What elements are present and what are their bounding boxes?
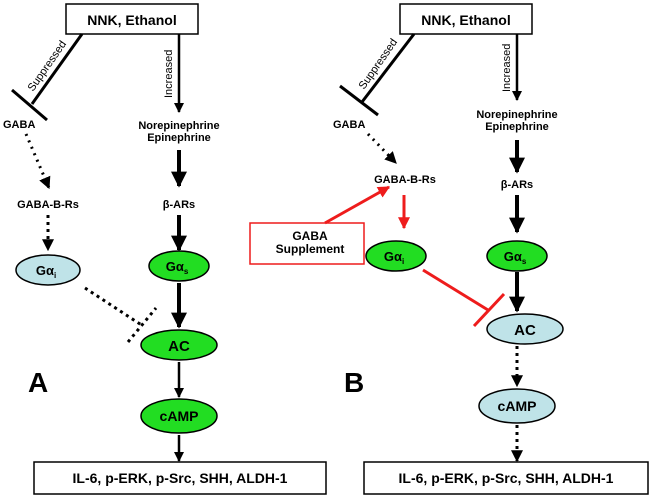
- ac-label: AC: [168, 338, 190, 355]
- camp-node: [140, 398, 218, 434]
- gaba-label: GABA: [333, 119, 365, 131]
- dotted-inhibition-line: [84, 286, 144, 328]
- g-alpha-i-label: Gαi: [384, 249, 404, 266]
- ac-label: AC: [514, 322, 536, 339]
- supplement-label-2: Supplement: [276, 242, 345, 256]
- epinephrine-label: Epinephrine: [485, 121, 549, 133]
- g-alpha-s-node: [148, 250, 210, 282]
- suppressed-label: Suppressed: [357, 37, 401, 92]
- dotted-arrow: [24, 133, 51, 190]
- outputs-label: IL-6, p-ERK, p-Src, SHH, ALDH-1: [399, 470, 614, 486]
- suppressed-line: [360, 33, 416, 103]
- source-label: NNK, Ethanol: [87, 12, 176, 28]
- panel-a: NNK, Ethanol Suppressed Increased GABA N…: [3, 3, 327, 495]
- g-alpha-i-node: [365, 240, 427, 272]
- supplement-label-1: GABA: [292, 229, 328, 243]
- g-alpha-i-node: [15, 254, 81, 286]
- inhibit-bar: [126, 307, 158, 343]
- epinephrine-label: Epinephrine: [147, 132, 211, 144]
- gaba-label: GABA: [3, 119, 35, 131]
- ac-node: [486, 313, 564, 345]
- gaba-b-receptors-label: GABA-B-Rs: [374, 174, 436, 186]
- panel-b: NNK, Ethanol Suppressed Increased GABA N…: [249, 3, 649, 495]
- panel-label: B: [344, 367, 364, 398]
- source-label: NNK, Ethanol: [421, 12, 510, 28]
- inhibit-bar: [11, 88, 48, 122]
- increased-label: Increased: [163, 50, 175, 98]
- camp-node: [478, 388, 556, 424]
- red-arrow: [324, 185, 391, 225]
- outputs-label: IL-6, p-ERK, p-Src, SHH, ALDH-1: [73, 470, 288, 486]
- inhibit-bar: [339, 84, 379, 117]
- gaba-supplement-box: [249, 222, 365, 265]
- increased-label: Increased: [501, 44, 513, 92]
- panel-label: A: [28, 367, 48, 398]
- norepinephrine-label: Norepinephrine: [138, 120, 219, 132]
- camp-label: cAMP: [160, 408, 199, 424]
- g-alpha-s-node: [486, 240, 548, 272]
- ac-node: [140, 329, 218, 361]
- beta-ars-label: β-ARs: [163, 199, 195, 211]
- g-alpha-s-label: Gαs: [166, 259, 189, 276]
- norepinephrine-label: Norepinephrine: [476, 109, 557, 121]
- g-alpha-s-label: Gαs: [504, 249, 527, 266]
- beta-ars-label: β-ARs: [501, 179, 533, 191]
- red-inhibition-line: [422, 268, 489, 312]
- source-box: [399, 3, 533, 35]
- dotted-arrow: [366, 132, 398, 165]
- source-box: [65, 3, 199, 35]
- camp-label: cAMP: [498, 398, 537, 414]
- outputs-box: [33, 461, 327, 495]
- suppressed-line: [30, 33, 84, 105]
- outputs-box: [363, 461, 649, 495]
- g-alpha-i-label: Gαi: [36, 263, 56, 280]
- red-inhibit-bar: [472, 292, 506, 328]
- suppressed-label: Suppressed: [26, 39, 70, 94]
- gaba-b-receptors-label: GABA-B-Rs: [17, 199, 79, 211]
